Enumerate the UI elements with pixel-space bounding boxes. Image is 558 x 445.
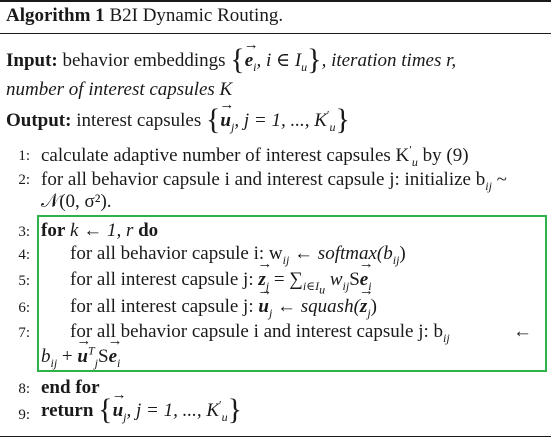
step-8: end for [41,377,100,398]
output-line: Output: interest capsules {uj, j = 1, ..… [6,97,350,135]
step-number: 4: [18,247,30,263]
step-7-arrow: ← [513,321,532,342]
input-line-2: number of interest capsules K [6,79,233,100]
algorithm-name: B2I Dynamic Routing. [109,5,284,26]
step-4: for all behavior capsule i: wij ← softma… [70,243,406,267]
loop-highlight-box [37,215,547,372]
title-rule [0,33,551,34]
step-number: 3: [18,224,30,240]
step-number: 1: [18,148,30,164]
step-5: for all interest capsule j: zj = ∑i∈Iu w… [70,256,375,295]
step-9: return {uj, j = 1, ..., K′u} [41,387,242,425]
step-number: 5: [18,273,30,289]
step-number: 2: [18,172,30,188]
step-number: 6: [18,300,30,316]
input-line: Input: behavior embeddings {ei, i ∈ Iu},… [6,37,456,75]
algorithm-label: Algorithm 1 [6,5,105,26]
step-6: for all interest capsule j: uj ← squash(… [70,283,377,319]
bottom-rule [0,436,551,437]
step-2-cont: 𝒩(0, σ²). [41,191,112,212]
step-1: calculate adaptive number of interest ca… [41,142,469,169]
step-7-cont: bij + uTjSei [41,333,123,369]
step-2: for all behavior capsule i and interest … [41,169,507,193]
step-3: for k ← 1, r do [41,220,159,241]
step-7: for all behavior capsule i and interest … [70,321,450,345]
top-rule [0,0,551,2]
step-number: 9: [18,407,30,423]
step-number: 8: [18,381,30,397]
algorithm-title: Algorithm 1 B2I Dynamic Routing. [6,5,283,27]
step-number: 7: [18,325,30,341]
